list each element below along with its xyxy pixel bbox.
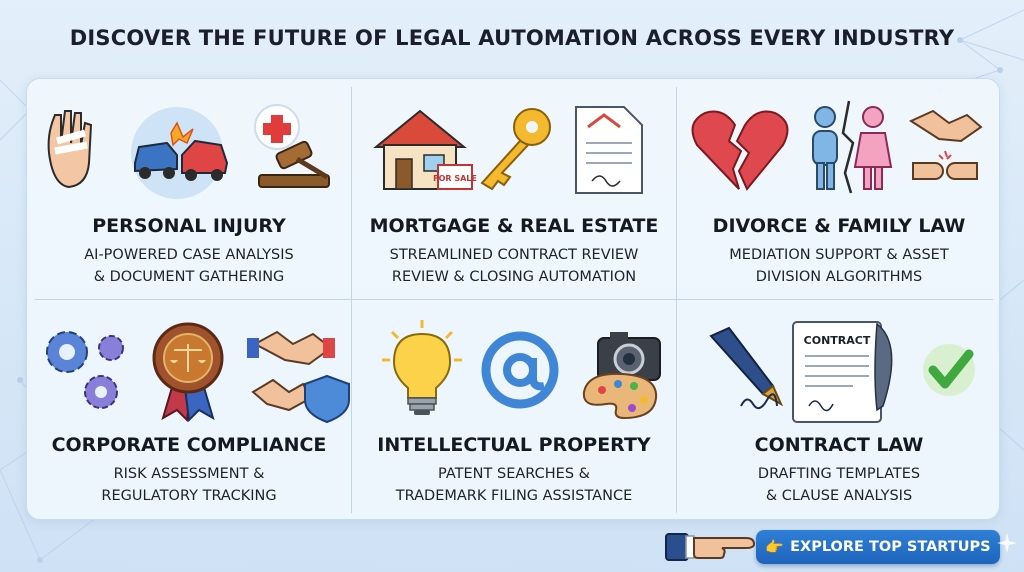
- card-description: AI-POWERED CASE ANALYSIS: [84, 247, 294, 263]
- personal-injury-icons: [47, 104, 330, 199]
- compliance-icons: [46, 322, 350, 424]
- separated-couple-icon: [812, 100, 893, 194]
- broken-heart-icon: [691, 110, 789, 191]
- mortgage-icons: FOR SALE: [373, 106, 643, 194]
- fountain-pen-icon: [709, 326, 784, 410]
- scales-badge-icon: [152, 322, 224, 423]
- card-description: MEDIATION SUPPORT & ASSET: [729, 247, 949, 263]
- car-crash-icon: [131, 107, 229, 199]
- card-intellectual-property[interactable]: INTELLECTUAL PROPERTY PATENT SEARCHES & …: [352, 300, 676, 520]
- contract-doc-label: CONTRACT: [804, 334, 871, 347]
- card-title: MORTGAGE & REAL ESTATE: [369, 215, 659, 237]
- fist-bump-icon: [912, 150, 978, 180]
- card-description: REGULATORY TRACKING: [101, 488, 277, 504]
- camera-icon: [597, 332, 661, 381]
- card-description: DIVISION ALGORITHMS: [755, 269, 923, 285]
- handshake-icon: [908, 109, 983, 143]
- deed-document-icon: [575, 106, 643, 194]
- palette-icon: [582, 372, 658, 420]
- cta-label: EXPLORE TOP STARTUPS: [790, 539, 991, 555]
- card-description: & DOCUMENT GATHERING: [93, 269, 285, 285]
- card-title: DIVORCE & FAMILY LAW: [712, 215, 966, 237]
- card-description: & CLAUSE ANALYSIS: [765, 488, 913, 504]
- industries-grid: PERSONAL INJURY AI-POWERED CASE ANALYSIS…: [26, 78, 1000, 520]
- contract-icons: CONTRACT: [709, 321, 975, 423]
- card-contract-law[interactable]: CONTRACT CONTRACT LAW DRAFTING TEMPLATES…: [677, 300, 1001, 520]
- for-sale-sign: FOR SALE: [433, 174, 477, 183]
- divorce-icons: [691, 100, 983, 194]
- ip-icons: [382, 320, 661, 420]
- card-corporate-compliance[interactable]: CORPORATE COMPLIANCE RISK ASSESSMENT & R…: [27, 300, 351, 520]
- house-icon: FOR SALE: [373, 109, 477, 190]
- at-sign-icon: [481, 331, 559, 409]
- grid-divider: [35, 299, 993, 300]
- pointing-hand-icon: [665, 533, 756, 561]
- explore-top-startups-button[interactable]: 👉 EXPLORE TOP STARTUPS: [756, 530, 1000, 564]
- card-divorce-family-law[interactable]: DIVORCE & FAMILY LAW MEDIATION SUPPORT &…: [677, 79, 1001, 299]
- gears-icon: [46, 331, 124, 409]
- contract-document-icon: CONTRACT: [792, 321, 893, 423]
- card-personal-injury[interactable]: PERSONAL INJURY AI-POWERED CASE ANALYSIS…: [27, 79, 351, 299]
- handshake-icon: [247, 330, 335, 412]
- card-title: PERSONAL INJURY: [92, 215, 286, 237]
- card-description: STREAMLINED CONTRACT REVIEW: [389, 247, 639, 263]
- medical-cross-icon: [254, 104, 300, 150]
- card-description: DRAFTING TEMPLATES: [757, 466, 921, 482]
- page-title: DISCOVER THE FUTURE OF LEGAL AUTOMATION …: [69, 26, 955, 50]
- grid-divider: [351, 87, 352, 513]
- key-icon: [480, 108, 551, 191]
- sparkle-icon: [997, 533, 1017, 553]
- card-description: TRADEMARK FILING ASSISTANCE: [395, 488, 633, 504]
- checkmark-icon: [923, 344, 975, 396]
- card-description: RISK ASSESSMENT &: [113, 466, 265, 482]
- card-title: CORPORATE COMPLIANCE: [51, 434, 327, 456]
- bandaged-hand-icon: [47, 110, 93, 189]
- card-title: INTELLECTUAL PROPERTY: [377, 434, 651, 456]
- card-description: PATENT SEARCHES &: [438, 466, 590, 482]
- card-description: REVIEW & CLOSING AUTOMATION: [391, 269, 637, 285]
- pointing-hand-icon: 👉: [765, 538, 785, 556]
- card-mortgage-real-estate[interactable]: FOR SALE MORTGAGE & REAL ESTATE STREAMLI…: [352, 79, 676, 299]
- shield-icon: [304, 374, 350, 424]
- card-title: CONTRACT LAW: [754, 434, 924, 456]
- gavel-icon: [258, 140, 330, 188]
- lightbulb-icon: [382, 320, 462, 415]
- grid-divider: [676, 87, 677, 513]
